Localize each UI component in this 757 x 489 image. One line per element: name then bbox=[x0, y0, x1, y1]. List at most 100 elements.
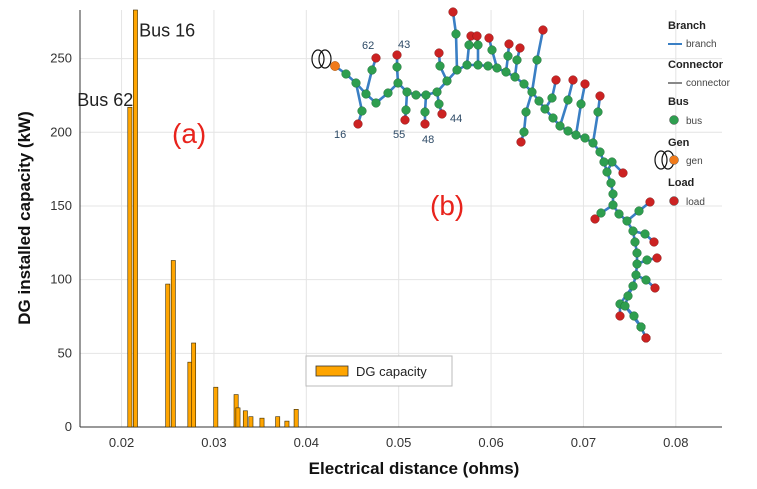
network-bus bbox=[411, 90, 421, 100]
network-bus bbox=[547, 93, 557, 103]
network-bus bbox=[571, 130, 581, 140]
bar-0 bbox=[127, 106, 133, 428]
network-bus bbox=[540, 104, 550, 114]
network-bus bbox=[632, 259, 642, 269]
network-legend-gen-item: gen bbox=[686, 156, 703, 167]
x-tick-label: 0.05 bbox=[386, 435, 411, 450]
bar-6 bbox=[213, 386, 219, 428]
y-tick-label: 100 bbox=[50, 272, 72, 287]
network-bus bbox=[602, 167, 612, 177]
network-bus bbox=[576, 99, 586, 109]
x-tick-label: 0.04 bbox=[294, 435, 319, 450]
bus-label-62: 62 bbox=[362, 40, 374, 52]
bar-13 bbox=[284, 420, 290, 428]
network-bus bbox=[580, 133, 590, 143]
network-diagram: 62 43 16 55 48 44 Branch branch Connecto… bbox=[311, 7, 731, 343]
network-bus bbox=[642, 255, 652, 265]
network-bus bbox=[512, 55, 522, 65]
gen-ring-right-1 bbox=[654, 150, 668, 170]
network-bus bbox=[614, 209, 624, 219]
network-bus bbox=[421, 90, 431, 100]
network-load bbox=[650, 283, 660, 293]
network-bus bbox=[492, 63, 502, 73]
y-axis-title: DG installed capacity (kW) bbox=[15, 111, 34, 325]
network-bus bbox=[608, 200, 618, 210]
network-bus bbox=[628, 226, 638, 236]
network-bus bbox=[501, 67, 511, 77]
bars bbox=[127, 9, 299, 428]
bar-14 bbox=[293, 409, 299, 428]
network-legend-bus-item: bus bbox=[686, 116, 702, 127]
network-bus bbox=[599, 157, 609, 167]
network-load bbox=[516, 137, 526, 147]
network-loads bbox=[353, 7, 662, 343]
network-bus bbox=[392, 62, 402, 72]
gen-ring-left-1 bbox=[311, 49, 325, 69]
network-load bbox=[515, 43, 525, 53]
network-bus bbox=[608, 189, 618, 199]
network-legend-branch-title: Branch bbox=[668, 20, 706, 32]
x-tick-label: 0.02 bbox=[109, 435, 134, 450]
network-buses bbox=[341, 29, 652, 332]
network-bus bbox=[341, 69, 351, 79]
network-bus bbox=[595, 147, 605, 157]
network-bus bbox=[623, 291, 633, 301]
bar-12 bbox=[275, 416, 281, 428]
network-load bbox=[472, 31, 482, 41]
bus-label-16: 16 bbox=[334, 129, 346, 141]
legend-label-dg-capacity: DG capacity bbox=[356, 364, 427, 379]
network-bus bbox=[527, 87, 537, 97]
network-load bbox=[568, 75, 578, 85]
bar-1 bbox=[133, 9, 138, 428]
network-bus bbox=[519, 127, 529, 137]
chart-legend: DG capacity bbox=[305, 355, 453, 387]
network-bus bbox=[521, 107, 531, 117]
x-axis-title: Electrical distance (ohms) bbox=[309, 459, 520, 478]
panel-label-a: (a) bbox=[172, 118, 206, 149]
y-tick-label: 200 bbox=[50, 124, 72, 139]
y-tick-label: 250 bbox=[50, 51, 72, 66]
network-load bbox=[504, 39, 514, 49]
network-bus bbox=[510, 72, 520, 82]
network-load bbox=[371, 53, 381, 63]
y-tick-label: 0 bbox=[65, 419, 72, 434]
network-legend-gen-title: Gen bbox=[668, 137, 690, 149]
network-bus bbox=[402, 87, 412, 97]
network-load bbox=[652, 253, 662, 263]
network-bus bbox=[401, 105, 411, 115]
network-bus bbox=[628, 281, 638, 291]
network-load bbox=[551, 75, 561, 85]
network-bus bbox=[434, 99, 444, 109]
network-bus bbox=[452, 65, 462, 75]
network-bus bbox=[487, 45, 497, 55]
network-bus bbox=[622, 216, 632, 226]
x-tick-label: 0.07 bbox=[571, 435, 596, 450]
network-bus bbox=[464, 40, 474, 50]
network-load bbox=[595, 91, 605, 101]
network-load bbox=[645, 197, 655, 207]
network-load bbox=[448, 7, 458, 17]
network-load bbox=[538, 25, 548, 35]
network-bus bbox=[631, 270, 641, 280]
network-gen bbox=[330, 61, 340, 71]
bus-label-44: 44 bbox=[450, 113, 462, 125]
network-gens bbox=[330, 61, 340, 71]
network-bus bbox=[519, 79, 529, 89]
bus-label-55: 55 bbox=[393, 129, 405, 141]
network-bus bbox=[532, 55, 542, 65]
network-load bbox=[618, 168, 628, 178]
network-bus bbox=[432, 87, 442, 97]
network-load bbox=[590, 214, 600, 224]
network-bus bbox=[393, 78, 403, 88]
network-bus bbox=[606, 178, 616, 188]
network-bus bbox=[596, 208, 606, 218]
network-bus bbox=[357, 106, 367, 116]
network-lateral-14 bbox=[519, 91, 534, 143]
network-bus bbox=[451, 29, 461, 39]
bar-3 bbox=[170, 260, 176, 428]
network-load bbox=[484, 33, 494, 43]
network-load bbox=[400, 115, 410, 125]
network-bus bbox=[534, 96, 544, 106]
network-bus bbox=[607, 157, 617, 167]
